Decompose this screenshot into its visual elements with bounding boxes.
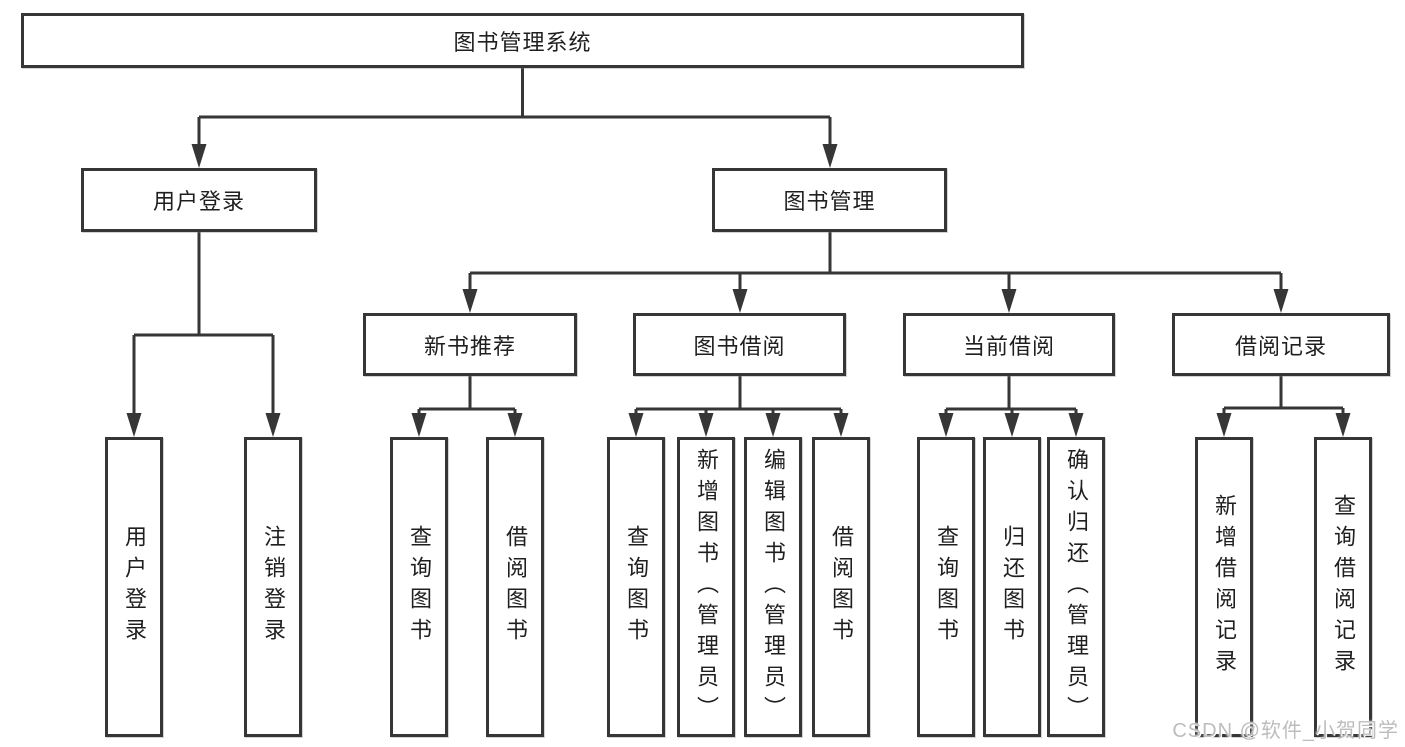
leaf-record-add-label: 新增借阅记录 xyxy=(1212,494,1237,680)
node-new-book-recommend: 新书推荐 xyxy=(363,313,577,376)
leaf-current-return-books-label: 归还图书 xyxy=(1000,525,1025,649)
node-root-label: 图书管理系统 xyxy=(453,29,592,55)
node-user-login-label: 用户登录 xyxy=(152,189,245,214)
leaf-current-return-books: 归还图书 xyxy=(983,437,1041,737)
leaf-record-query-label: 查询借阅记录 xyxy=(1331,494,1356,680)
node-book-management-branch: 图书管理 xyxy=(712,168,947,232)
leaf-current-query-books: 查询图书 xyxy=(917,437,975,737)
leaf-newbook-query-books: 查询图书 xyxy=(390,437,448,737)
leaf-current-confirm-return-admin: 确认归还（管理员） xyxy=(1047,437,1105,737)
connector-borrow-record-to-leaves xyxy=(1216,376,1351,437)
leaf-borrow-query-books-label: 查询图书 xyxy=(624,525,649,649)
leaf-newbook-borrow-books: 借阅图书 xyxy=(486,437,544,737)
connector-root-to-branches xyxy=(191,68,838,168)
leaf-current-query-books-label: 查询图书 xyxy=(934,525,959,649)
connector-new-book-to-leaves xyxy=(411,376,523,437)
leaf-borrow-add-books-admin: 新增图书（管理员） xyxy=(677,437,735,737)
connector-book-borrow-to-leaves xyxy=(628,376,849,437)
node-current-borrowing-label: 当前借阅 xyxy=(962,333,1055,359)
node-new-book-recommend-label: 新书推荐 xyxy=(423,333,516,359)
leaf-record-add: 新增借阅记录 xyxy=(1195,437,1253,737)
leaf-user-login: 用户登录 xyxy=(105,437,163,737)
leaf-newbook-borrow-books-label: 借阅图书 xyxy=(503,525,528,649)
leaf-borrow-edit-books-admin: 编辑图书（管理员） xyxy=(744,437,802,737)
node-book-borrowing-label: 图书借阅 xyxy=(693,333,786,359)
node-book-management-label: 图书管理 xyxy=(783,189,876,214)
connector-book-mgmt-to-sections xyxy=(462,232,1289,313)
node-book-borrowing: 图书借阅 xyxy=(633,313,846,376)
connector-current-borrow-to-leaves xyxy=(938,376,1084,437)
leaf-newbook-query-books-label: 查询图书 xyxy=(407,525,432,649)
leaf-user-login-label: 用户登录 xyxy=(122,525,147,649)
node-current-borrowing: 当前借阅 xyxy=(903,313,1115,376)
leaf-borrow-add-books-admin-label: 新增图书（管理员） xyxy=(694,447,719,727)
node-borrowing-records: 借阅记录 xyxy=(1172,313,1390,376)
leaf-borrow-query-books: 查询图书 xyxy=(607,437,665,737)
leaf-current-confirm-return-admin-label: 确认归还（管理员） xyxy=(1064,447,1089,727)
node-borrowing-records-label: 借阅记录 xyxy=(1234,333,1327,359)
csdn-watermark: CSDN @软件_小贺同学 xyxy=(1172,720,1399,742)
node-user-login-branch: 用户登录 xyxy=(81,168,317,232)
leaf-logout: 注销登录 xyxy=(244,437,302,737)
leaf-borrow-edit-books-admin-label: 编辑图书（管理员） xyxy=(761,447,786,727)
connector-user-login-to-leaves xyxy=(126,232,281,437)
leaf-record-query: 查询借阅记录 xyxy=(1314,437,1372,737)
leaf-borrow-borrow-books: 借阅图书 xyxy=(812,437,870,737)
node-root-system: 图书管理系统 xyxy=(21,13,1024,68)
leaf-logout-label: 注销登录 xyxy=(261,525,286,649)
leaf-borrow-borrow-books-label: 借阅图书 xyxy=(829,525,854,649)
